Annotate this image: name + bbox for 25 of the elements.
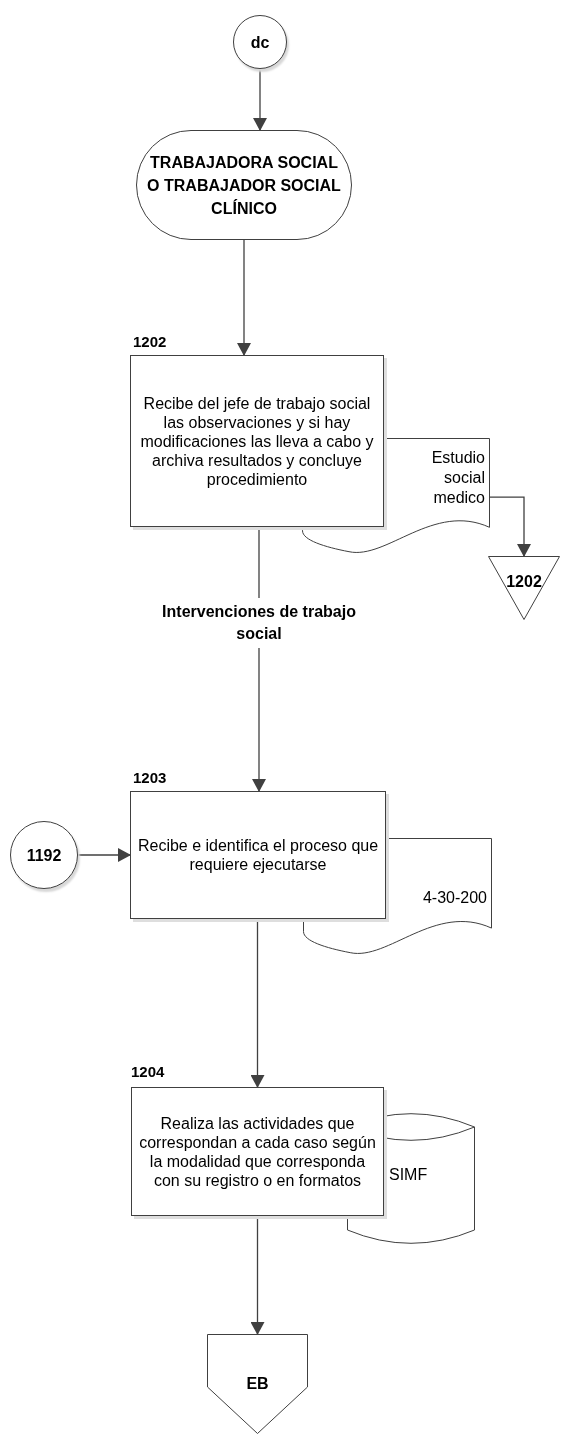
process-box	[130, 791, 386, 919]
arrow	[253, 68, 267, 131]
database-label: SIMF	[389, 1165, 428, 1184]
arrow	[489, 496, 531, 557]
connector-label: dc	[249, 32, 271, 52]
process-box	[131, 1087, 384, 1216]
document-label: Estudio social medico	[430, 448, 485, 508]
document-label: 4-30-200	[421, 888, 487, 908]
offpage-connector-pentagon	[207, 1334, 308, 1434]
process-text: Realiza las actividades que correspondan a cada caso según la modalidad que corresponda con su registro o en formatos	[138, 1113, 377, 1190]
step-number: 1204	[131, 1063, 165, 1081]
arrow	[77, 848, 131, 862]
offpage-connector-triangle	[488, 556, 560, 620]
connector-label: 1192	[25, 845, 63, 865]
connector-label: 1202	[505, 572, 543, 591]
process-text: Recibe del jefe de trabajo social las observaciones y si hay modificaciones las lleva a cabo y archiva resultados y concluye procedimiento	[139, 393, 375, 489]
role-title: TRABAJADORA SOCIAL O TRABAJADOR SOCIAL CLÍNICO	[146, 152, 342, 219]
arrow	[237, 239, 251, 356]
arrow	[252, 647, 266, 792]
connector-circle	[233, 15, 287, 69]
section-heading: Intervenciones de trabajo social	[161, 602, 357, 644]
step-number: 1203	[133, 769, 167, 787]
process-text: Recibe e identifica el proceso que requiere ejecutarse	[136, 836, 380, 874]
connector-label: EB	[245, 1374, 270, 1393]
step-number: 1202	[133, 333, 167, 351]
